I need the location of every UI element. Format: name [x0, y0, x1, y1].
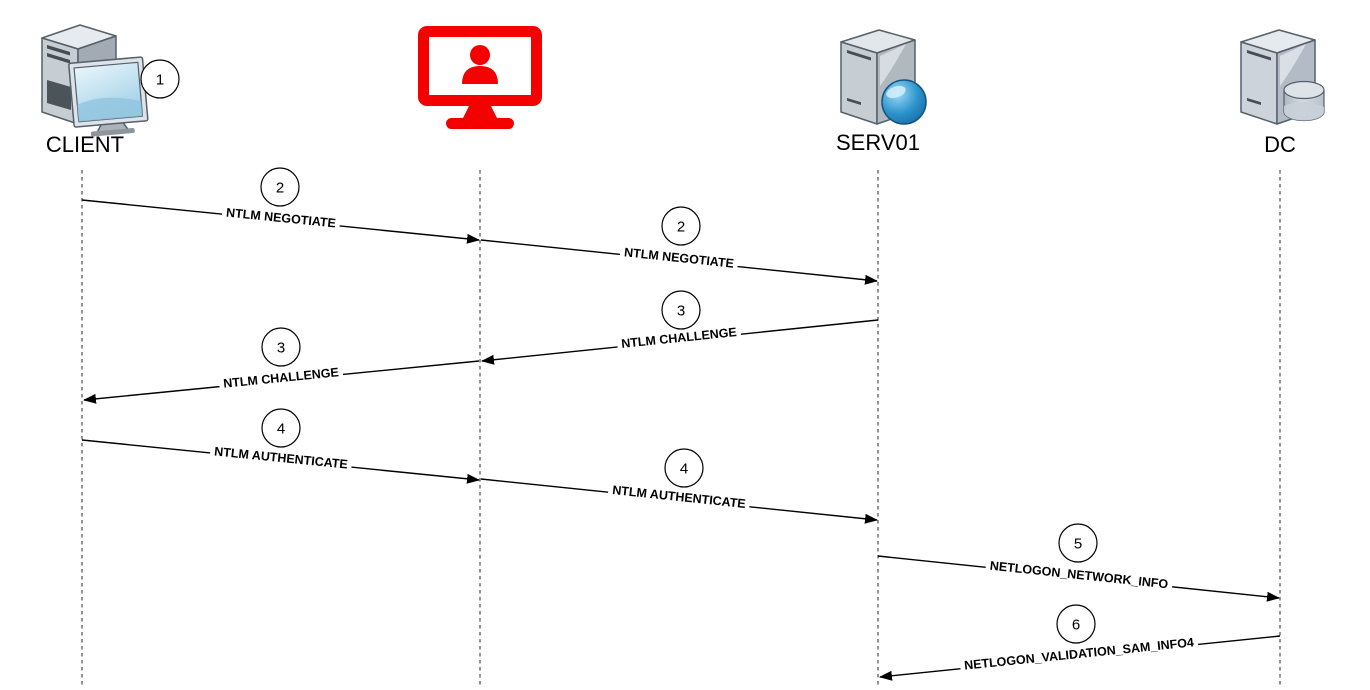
message-ntlm-challenge-1: NTLM CHALLENGE 3: [481, 290, 879, 365]
step-badge-4b: 4: [664, 448, 704, 488]
message-netlogon-network-info: NETLOGON_NETWORK_INFO 5: [877, 523, 1280, 602]
message-label: NTLM NEGOTIATE: [221, 204, 341, 232]
message-label: NTLM NEGOTIATE: [619, 243, 739, 273]
badge-circle: [1058, 523, 1098, 563]
step-badge-4: 4: [261, 408, 301, 448]
badge-number: 3: [677, 303, 685, 320]
badge-number: 2: [677, 219, 685, 236]
message-ntlm-negotiate-2: NTLM NEGOTIATE 2: [480, 206, 878, 285]
actor-label-dc: DC: [1264, 132, 1296, 157]
step-badge-2b: 2: [661, 206, 701, 246]
actor-client: CLIENT 1: [41, 24, 180, 157]
badge-number: 2: [276, 180, 284, 197]
client-computer-icon: [41, 24, 149, 137]
badge-circle: [661, 290, 701, 330]
message-netlogon-validation-sam-info4: NETLOGON_VALIDATION_SAM_INFO4 6: [879, 604, 1281, 681]
message-ntlm-challenge-2: NTLM CHALLENGE 3: [83, 327, 480, 404]
svg-text:NTLM NEGOTIATE: NTLM NEGOTIATE: [225, 206, 336, 231]
svg-text:NTLM AUTHENTICATE: NTLM AUTHENTICATE: [612, 483, 747, 511]
message-label: NTLM CHALLENGE: [218, 363, 344, 393]
badge-circle: [260, 167, 300, 207]
svg-text:NTLM AUTHENTICATE: NTLM AUTHENTICATE: [214, 444, 349, 471]
message-ntlm-authenticate-1: NTLM AUTHENTICATE 4: [81, 408, 480, 484]
badge-circle: [261, 327, 301, 367]
actor-label-client: CLIENT: [46, 132, 124, 157]
lifelines: [81, 170, 1281, 686]
application-server-icon: [840, 29, 927, 125]
svg-text:NETLOGON_NETWORK_INFO: NETLOGON_NETWORK_INFO: [989, 559, 1169, 592]
badge-circle: [140, 59, 180, 99]
svg-text:NTLM CHALLENGE: NTLM CHALLENGE: [223, 365, 340, 390]
badge-circle: [261, 408, 301, 448]
badge-number: 1: [156, 72, 164, 89]
badge-number: 6: [1072, 617, 1080, 634]
badge-circle: [1056, 604, 1096, 644]
step-badge-1: 1: [140, 59, 180, 99]
actor-label-serv01: SERV01: [836, 130, 920, 155]
actor-attacker: [418, 26, 542, 129]
badge-number: 4: [277, 421, 285, 438]
domain-controller-icon: [1240, 29, 1325, 125]
step-badge-2: 2: [260, 167, 300, 207]
message-ntlm-negotiate-1: NTLM NEGOTIATE 2: [81, 167, 480, 244]
message-label: NETLOGON_NETWORK_INFO: [985, 557, 1174, 593]
database-cylinder: [1283, 80, 1325, 122]
badge-number: 4: [680, 461, 688, 478]
badge-number: 3: [277, 340, 285, 357]
step-badge-5: 5: [1058, 523, 1098, 563]
step-badge-6: 6: [1056, 604, 1096, 644]
attacker-monitor-icon: [418, 26, 542, 129]
badge-circle: [664, 448, 704, 488]
step-badge-3: 3: [661, 290, 701, 330]
actor-dc: DC: [1240, 29, 1325, 157]
badge-number: 5: [1074, 536, 1082, 553]
actor-serv01: SERV01: [836, 29, 927, 155]
message-ntlm-authenticate-2: NTLM AUTHENTICATE 4: [480, 448, 878, 524]
svg-text:NTLM NEGOTIATE: NTLM NEGOTIATE: [623, 245, 734, 270]
step-badge-3b: 3: [261, 327, 301, 367]
badge-circle: [661, 206, 701, 246]
